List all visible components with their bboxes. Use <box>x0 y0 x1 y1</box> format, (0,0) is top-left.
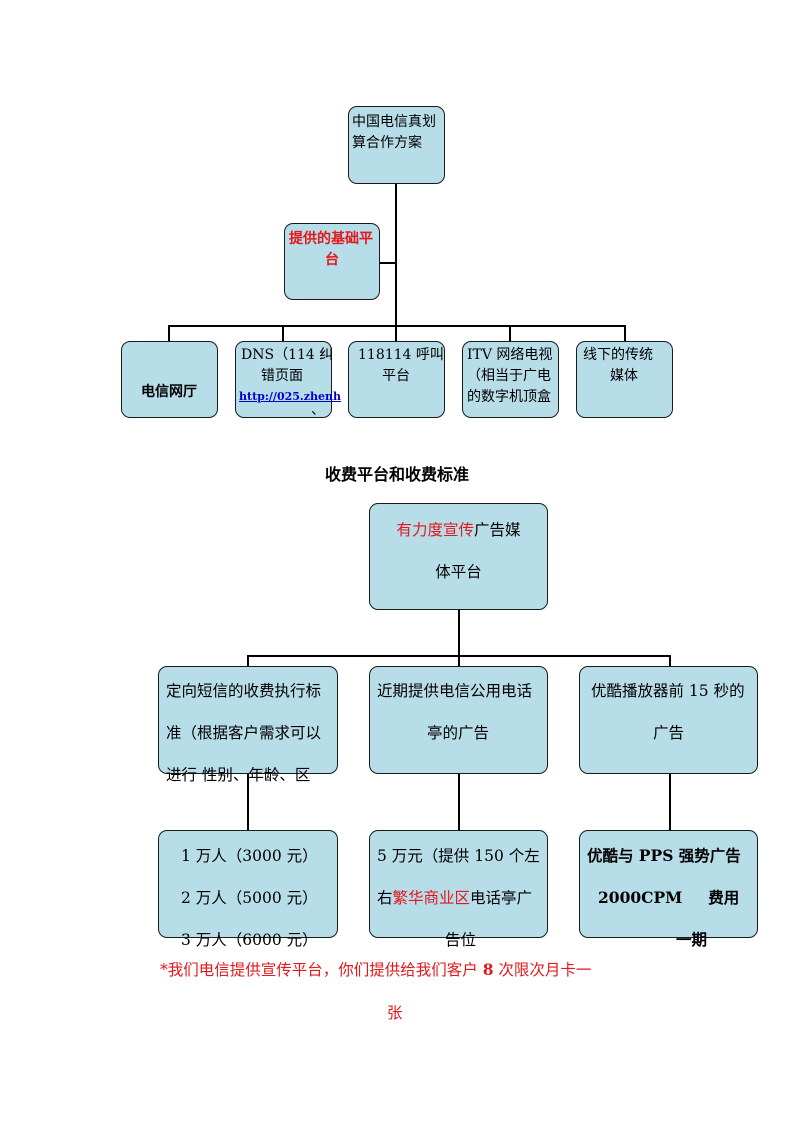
connector2-drop-3 <box>669 655 671 666</box>
fee-node-youku-line2: 广告 <box>653 724 685 742</box>
connector-horizontal-bar <box>168 325 626 327</box>
org-node-itv-line3: 的数字机顶盒 <box>467 389 551 405</box>
org-node-118114-line1: 118114 呼叫 <box>358 347 444 363</box>
fee-node-phone-booth: 近期提供电信公用电话 亭的广告 <box>369 666 548 774</box>
fee-node-phone-booth-line2: 亭的广告 <box>427 724 490 742</box>
price-node-sms-line2: 2 万人（5000 元） <box>181 889 318 907</box>
org-node-dns-line1: DNS（114 纠 <box>241 347 334 363</box>
org-node-platform-line1: 提供的基础平 <box>289 231 373 247</box>
fee-node-sms: 定向短信的收费执行标 准（根据客户需求可以 进行 性别、年龄、区 <box>158 666 338 784</box>
connector-drop-4 <box>509 325 511 341</box>
footnote-line2: 张 <box>387 1004 403 1022</box>
org-node-offline-media-line1: 线下的传统 <box>583 347 653 363</box>
price-node-booth-line1: 5 万元（提供 150 个左 <box>377 847 540 865</box>
connector-platform <box>380 262 397 264</box>
fee-node-phone-booth-line1: 近期提供电信公用电话 <box>377 682 533 700</box>
org-node-platform: 提供的基础平 台 <box>284 223 380 300</box>
section-title: 收费平台和收费标准 <box>324 465 469 484</box>
org-node-itv-line2: （相当于广电 <box>467 368 551 384</box>
org-node-itv: ITV 网络电视 （相当于广电 的数字机顶盒 <box>462 341 559 418</box>
fee-root-line2: 体平台 <box>435 563 482 581</box>
org-node-118114-line2: 平台 <box>382 368 410 384</box>
connector2-drop-2 <box>458 655 460 666</box>
price-node-youku-line1: 优酷与 PPS 强势广告 <box>587 846 741 865</box>
org-node-dns-line4: 、 <box>311 402 325 418</box>
fee-root-line1: 有力度宣传广告媒 <box>396 521 521 539</box>
org-node-root-line2: 算合作方案 <box>352 135 422 151</box>
connector-root-trunk <box>395 184 397 327</box>
price-node-sms-line3: 3 万人（6000 元） <box>181 931 318 949</box>
connector-drop-2 <box>282 325 284 341</box>
footnote-line1: *我们电信提供宣传平台，你们提供给我们客户 8 次限次月卡一 <box>160 960 592 979</box>
fee-root-node: 有力度宣传广告媒 体平台 <box>369 503 548 610</box>
fee-node-youku: 优酷播放器前 15 秒的 广告 <box>579 666 758 774</box>
org-node-offline-media-line2: 媒体 <box>610 368 638 384</box>
price-node-sms: 1 万人（3000 元） 2 万人（5000 元） 3 万人（6000 元） <box>158 830 338 949</box>
org-node-118114: 118114 呼叫 平台 <box>348 341 445 418</box>
connector2-youku-price <box>669 774 671 830</box>
price-node-sms-line1: 1 万人（3000 元） <box>181 847 318 865</box>
connector2-booth-price <box>458 774 460 830</box>
price-node-youku-line3: 一期 <box>676 930 708 949</box>
connector-drop-3 <box>395 325 397 341</box>
org-node-telecom-hall-label: 电信网厅 <box>141 384 197 400</box>
org-node-root-line1: 中国电信真划 <box>352 114 436 130</box>
org-node-dns-line2: 错页面 <box>261 368 303 384</box>
fee-node-youku-line1: 优酷播放器前 15 秒的 <box>591 682 745 700</box>
price-node-booth-line3: 告位 <box>445 931 477 949</box>
dns-link[interactable]: http://025.zhenh <box>239 390 341 403</box>
price-node-phone-booth: 5 万元（提供 150 个左 右繁华商业区电话亭广 告位 <box>369 830 548 949</box>
connector2-root-trunk <box>458 610 460 656</box>
connector-drop-1 <box>168 325 170 341</box>
price-node-booth-line2: 右繁华商业区电话亭广 <box>377 889 533 907</box>
org-node-platform-line2: 台 <box>325 252 339 268</box>
org-node-itv-line1: ITV 网络电视 <box>467 347 553 363</box>
org-node-dns: DNS（114 纠 错页面 http://025.zhenh 、 <box>235 341 341 418</box>
fee-node-sms-line1: 定向短信的收费执行标 <box>166 682 322 700</box>
connector-drop-5 <box>624 325 626 341</box>
connector2-sms-price <box>247 774 249 830</box>
fee-node-sms-line2: 准（根据客户需求可以 <box>166 724 322 742</box>
org-node-offline-media: 线下的传统 媒体 <box>576 341 673 418</box>
org-node-telecom-hall: 电信网厅 <box>121 341 218 418</box>
fee-node-sms-line3: 进行 性别、年龄、区 <box>166 766 311 784</box>
org-node-root: 中国电信真划 算合作方案 <box>348 106 445 184</box>
connector2-drop-1 <box>247 655 249 666</box>
